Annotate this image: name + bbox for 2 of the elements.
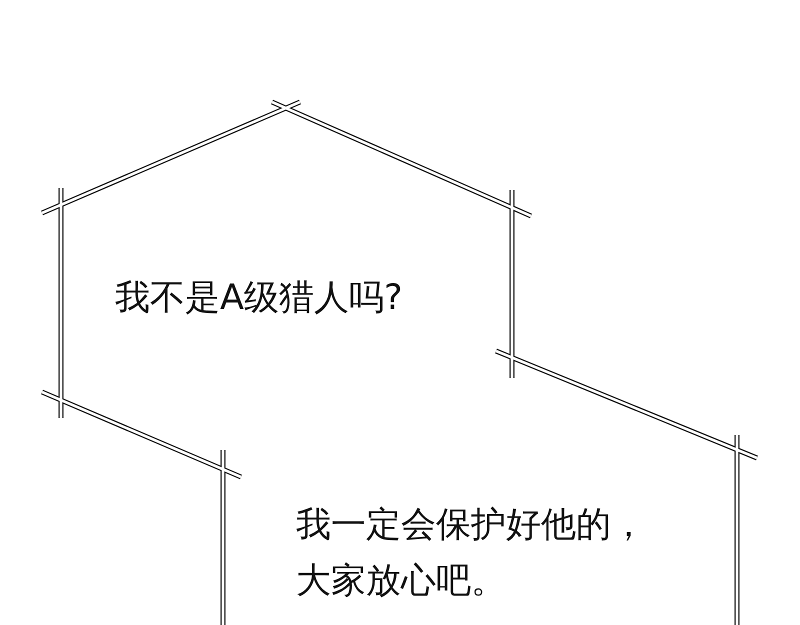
- speech-text: 我不是A级猎人吗?: [115, 277, 404, 320]
- speech-text: 我一定会保护好他的，大家放心吧。: [296, 504, 647, 603]
